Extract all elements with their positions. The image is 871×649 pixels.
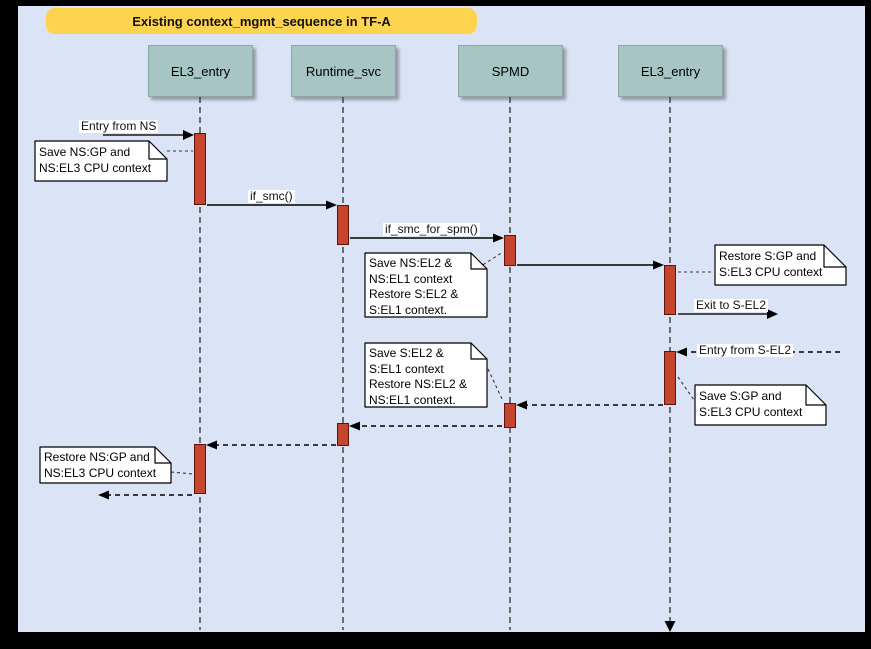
note-save-s-el2-fold-icon xyxy=(470,343,487,360)
msg-if-smc-for-spm-arrow-icon xyxy=(493,233,504,243)
note-restore-s-gp-text: Restore S:GP and S:EL3 CPU context xyxy=(719,249,823,279)
activation-spmd-2 xyxy=(504,403,516,428)
note-connector-2 xyxy=(477,251,504,269)
msg-entry-from-ns-arrow-icon xyxy=(183,130,194,140)
note-connector-6 xyxy=(170,471,194,475)
lifeline-header-label: EL3_entry xyxy=(170,63,231,79)
lifeline-header-spmd: SPMD xyxy=(458,45,563,97)
note-connector-4 xyxy=(677,376,695,401)
note-save-ns-gp-fold-icon xyxy=(148,141,167,160)
msg-runtime-to-el3-return-arrow-icon xyxy=(206,440,217,450)
msg-spmd-to-runtime-return-arrow-icon xyxy=(349,421,360,431)
msg-exit-to-sel2-label: Exit to S-EL2 xyxy=(694,298,769,312)
lifeline-header-label: SPMD xyxy=(491,63,530,79)
note-connector-5 xyxy=(487,368,504,402)
msg-entry-from-ns-label: Entry from NS xyxy=(79,119,159,133)
note-save-s-el2-shape xyxy=(364,342,488,408)
msg-entry-from-sel2-label: Entry from S-EL2 xyxy=(697,343,794,357)
note-restore-s-gp-fold-icon xyxy=(823,245,846,268)
note-save-s-gp-shape xyxy=(694,384,827,426)
note-save-ns-el2-shape xyxy=(364,252,488,318)
lifeline-header-runtime-svc: Runtime_svc xyxy=(291,45,396,97)
activation-runtime-svc-2 xyxy=(337,423,349,446)
note-save-s-el2-text: Save S:EL2 & S:EL1 context Restore NS:EL… xyxy=(369,346,468,407)
msg-if-smc-arrow-icon xyxy=(326,200,337,210)
note-save-ns-gp-text: Save NS:GP and NS:EL3 CPU context xyxy=(39,145,152,175)
activation-el3-entry-2b xyxy=(664,351,676,405)
diagram-title: Existing context_mgmt_sequence in TF-A xyxy=(46,8,477,34)
lifeline-header-label: EL3_entry xyxy=(640,63,701,79)
lifeline-header-el3-entry-1: EL3_entry xyxy=(148,45,253,97)
lifeline-end-arrow-icon xyxy=(664,621,676,632)
note-save-ns-gp-shape xyxy=(34,140,168,182)
msg-if-smc-for-spm-label: if_smc_for_spm() xyxy=(383,222,480,236)
activation-runtime-svc-1 xyxy=(337,205,349,245)
lifeline-header-el3-entry-2: EL3_entry xyxy=(618,45,723,97)
msg-entry-from-sel2-arrow-icon xyxy=(676,347,687,357)
activation-el3-entry-1a xyxy=(194,133,206,205)
msg-spmd-to-el3-arrow-icon xyxy=(653,260,664,270)
note-restore-s-gp-shape xyxy=(714,244,847,286)
note-save-ns-el2-text: Save NS:EL2 & NS:EL1 context Restore S:E… xyxy=(369,256,459,317)
note-restore-ns-gp-shape xyxy=(39,446,172,484)
lifeline-header-label: Runtime_svc xyxy=(305,63,382,79)
msg-exit-to-ns-return-arrow-icon xyxy=(98,490,109,500)
msg-exit-to-sel2-arrow-icon xyxy=(767,309,778,319)
msg-el3-to-spmd-return-arrow-icon xyxy=(516,400,527,410)
note-restore-ns-gp-text: Restore NS:GP and NS:EL3 CPU context xyxy=(44,450,157,480)
note-save-s-gp-fold-icon xyxy=(805,385,826,406)
activation-el3-entry-2a xyxy=(664,265,676,315)
note-save-s-gp-text: Save S:GP and S:EL3 CPU context xyxy=(699,389,803,419)
msg-if-smc-label: if_smc() xyxy=(248,189,295,203)
note-save-ns-el2-fold-icon xyxy=(470,253,487,270)
diagram-background xyxy=(18,6,865,632)
activation-el3-entry-1b xyxy=(194,444,206,494)
activation-spmd-1 xyxy=(504,235,516,266)
note-restore-ns-gp-fold-icon xyxy=(154,447,171,464)
